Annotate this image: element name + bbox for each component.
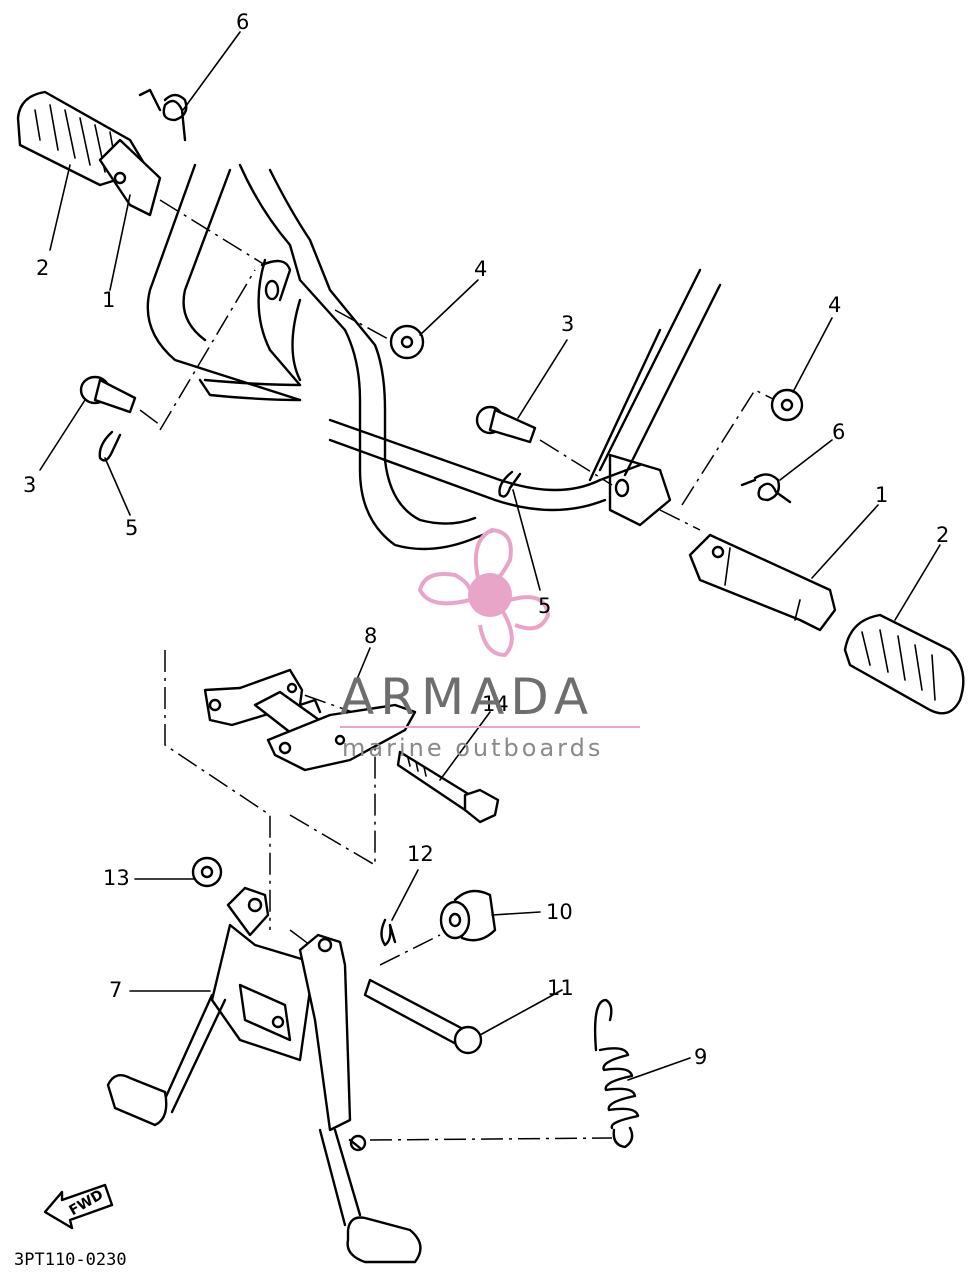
watermark-propeller-logo: [340, 527, 640, 728]
leader-lines: [39, 31, 941, 1081]
cotter-pin-5-left: [98, 430, 122, 462]
watermark-tagline: marine outboards: [342, 734, 604, 762]
pin-3-left: [79, 375, 161, 426]
callout-1-left: 1: [102, 288, 116, 312]
washer-13: [191, 856, 223, 888]
pin-11: [363, 978, 483, 1055]
callout-14: 14: [482, 692, 509, 716]
bracket-8: [164, 650, 417, 930]
callout-6-right: 6: [832, 420, 846, 444]
callout-8: 8: [364, 624, 378, 648]
cotter-pin-5-right: [498, 470, 522, 498]
spring-6-right: [740, 473, 792, 504]
callout-6-left: 6: [236, 10, 250, 34]
callout-3-left: 3: [23, 473, 37, 497]
callout-4-left: 4: [474, 257, 488, 281]
spring-9: [369, 998, 640, 1149]
main-stand-7: [106, 886, 422, 1264]
right-footrest: [659, 389, 965, 715]
callout-1-right: 1: [875, 483, 889, 507]
pin-3-right: [475, 405, 613, 486]
callout-11: 11: [547, 976, 574, 1000]
callout-2-left: 2: [36, 256, 50, 280]
bumper-10: [379, 889, 497, 966]
watermark-name: ARMADA: [340, 668, 595, 726]
washer-4-left: [334, 309, 425, 360]
callout-10: 10: [546, 900, 573, 924]
left-footrest: [16, 90, 266, 431]
clip-12: [380, 918, 397, 947]
callout-3-right: 3: [561, 312, 575, 336]
frame-tubes: [146, 163, 722, 551]
callout-4-right: 4: [828, 293, 842, 317]
fwd-arrow: [43, 1183, 114, 1230]
callout-5-right: 5: [538, 594, 552, 618]
callout-9: 9: [694, 1045, 708, 1069]
callout-7: 7: [109, 978, 123, 1002]
bolt-14: [396, 750, 500, 824]
callout-2-right: 2: [936, 523, 950, 547]
washer-4-right: [770, 388, 804, 422]
callout-5-left: 5: [125, 516, 139, 540]
spring-6-left: [138, 88, 188, 142]
callout-13: 13: [103, 866, 130, 890]
callout-12: 12: [407, 842, 434, 866]
drawing-code: 3PT110-0230: [14, 1250, 127, 1270]
